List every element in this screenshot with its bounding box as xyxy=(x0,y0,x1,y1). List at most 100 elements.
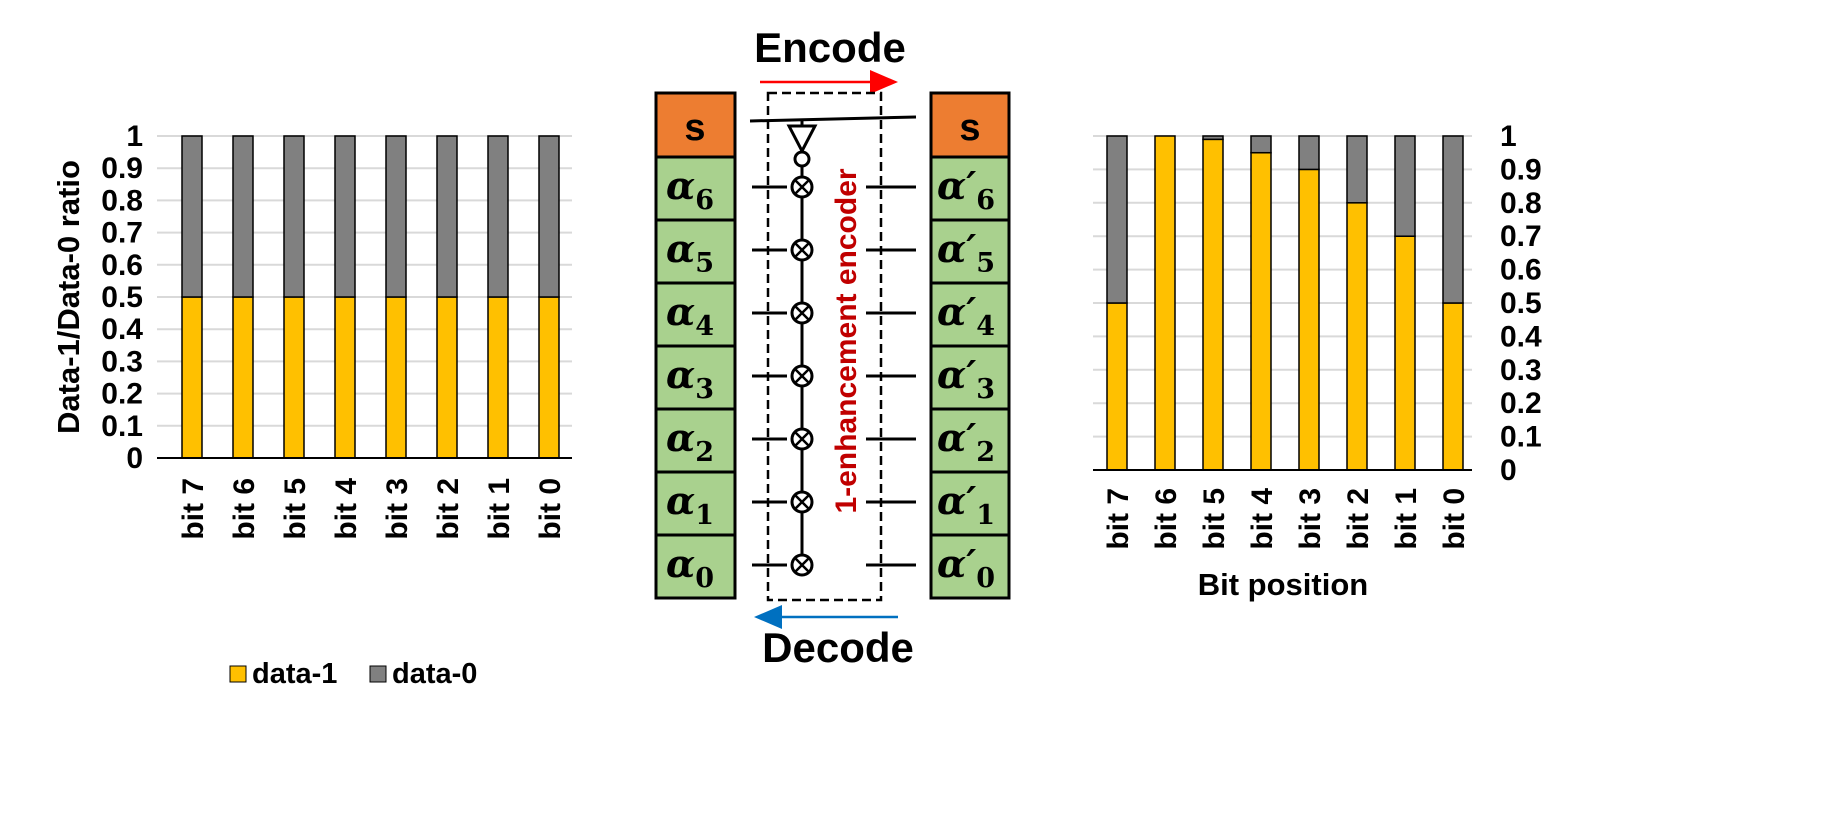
right-bar-bit1-data-0 xyxy=(1394,135,1416,237)
left-y-tick-label: 0.8 xyxy=(101,184,143,217)
left-cell-alpha-4 xyxy=(654,281,737,348)
left-x-tick-label: bit 6 xyxy=(228,478,261,540)
right-x-tick-label: bit 2 xyxy=(1342,488,1375,550)
left-y-tick-label: 0.3 xyxy=(101,345,143,378)
right-cell-label-alpha-prime-3: α′3 xyxy=(937,352,995,405)
left-y-tick-label: 0.2 xyxy=(101,378,143,411)
left-cell-label-alpha-3: α3 xyxy=(666,352,714,405)
right-x-tick-label: bit 3 xyxy=(1294,488,1327,550)
left-cell-label-alpha-6: α6 xyxy=(666,163,714,216)
right-x-tick-label: bit 7 xyxy=(1102,488,1135,550)
right-cell-alpha-prime-0 xyxy=(929,533,1011,600)
left-bar-bit1-data-0 xyxy=(487,135,509,298)
left-sign-label: s xyxy=(684,107,705,149)
left-cell-alpha-6 xyxy=(654,155,737,222)
right-bar-bit6-data-1 xyxy=(1154,135,1176,471)
left-bar-bit3-data-0 xyxy=(385,135,407,298)
sign-wire xyxy=(749,115,917,123)
right-bar-bit5-data-0 xyxy=(1202,135,1224,141)
right-y-tick-label: 0.2 xyxy=(1500,387,1542,420)
left-bar-bit6-data-1 xyxy=(232,296,254,459)
left-y-tick-label: 0 xyxy=(126,442,143,475)
left-x-tick-label: bit 5 xyxy=(279,478,312,540)
right-bar-bit4-data-0 xyxy=(1250,135,1272,154)
right-y-tick-label: 1 xyxy=(1500,120,1517,153)
left-x-tick-label: bit 4 xyxy=(330,478,363,540)
right-x-tick-label: bit 4 xyxy=(1246,488,1279,550)
right-cell-alpha-prime-6 xyxy=(929,155,1011,222)
left-bars xyxy=(181,135,560,459)
inverter-bubble xyxy=(793,150,811,168)
right-register: α′6α′5α′4α′3α′2α′1α′0 xyxy=(929,155,1011,600)
encode-arrow-head xyxy=(870,70,898,94)
left-x-tick-label: bit 2 xyxy=(432,478,465,540)
left-bar-bit4-data-0 xyxy=(334,135,356,298)
xor-cross-icon xyxy=(794,242,810,258)
left-x-tick-label: bit 7 xyxy=(177,478,210,540)
left-gridlines xyxy=(157,135,572,427)
left-bar-bit3-data-1 xyxy=(385,296,407,459)
right-cell-label-alpha-prime-6: α′6 xyxy=(937,163,995,216)
left-bar-bit1-data-1 xyxy=(487,296,509,459)
left-bar-bit0-data-0 xyxy=(538,135,560,298)
right-y-tick-label: 0.4 xyxy=(1500,320,1542,353)
right-y-tick-label: 0.5 xyxy=(1500,287,1542,320)
right-y-tick-label: 0.9 xyxy=(1500,153,1542,186)
left-cell-label-alpha-2: α2 xyxy=(666,415,714,468)
left-bar-bit2-data-1 xyxy=(436,296,458,459)
right-x-tick-label: bit 6 xyxy=(1150,488,1183,550)
right-cell-label-alpha-prime-0: α′0 xyxy=(937,541,995,594)
right-y-tick-label: 0.7 xyxy=(1500,220,1542,253)
left-cell-label-alpha-0: α0 xyxy=(666,541,714,594)
left-x-tick-label: bit 0 xyxy=(534,478,567,540)
left-y-tick-label: 0.4 xyxy=(101,313,143,346)
right-bar-bit5-data-1 xyxy=(1202,138,1224,471)
left-cell-label-alpha-4: α4 xyxy=(666,289,714,342)
right-y-tick-label: 0.3 xyxy=(1500,354,1542,387)
right-cell-alpha-prime-1 xyxy=(929,470,1011,537)
left-y-tick-label: 0.7 xyxy=(101,217,143,250)
left-y-axis-label: Data-1/Data-0 ratio xyxy=(51,160,86,434)
right-cell-label-alpha-prime-4: α′4 xyxy=(937,289,995,342)
inverter-icon xyxy=(786,124,818,155)
right-y-tick-label: 0.8 xyxy=(1500,187,1542,220)
xor-cross-icon xyxy=(794,431,810,447)
right-x-tick-label: bit 1 xyxy=(1390,488,1423,550)
left-cell-alpha-5 xyxy=(654,218,737,285)
encoder-label: 1-enhancement encoder xyxy=(830,168,863,513)
right-cell-alpha-prime-3 xyxy=(929,344,1011,411)
right-cell-alpha-prime-4 xyxy=(929,281,1011,348)
decode-arrow-head xyxy=(754,605,782,629)
left-bar-bit4-data-1 xyxy=(334,296,356,459)
right-bar-bit3-data-1 xyxy=(1298,168,1320,471)
legend: data-1 data-0 xyxy=(229,658,477,690)
xor-cross-icon xyxy=(794,494,810,510)
right-cell-alpha-prime-2 xyxy=(929,407,1011,474)
right-y-tick-label: 0.6 xyxy=(1500,254,1542,287)
right-bar-bit2-data-0 xyxy=(1346,135,1368,204)
right-cell-label-alpha-prime-5: α′5 xyxy=(937,226,995,279)
left-bar-bit7-data-0 xyxy=(181,135,203,298)
left-bar-bit5-data-0 xyxy=(283,135,305,298)
right-bar-bit0-data-1 xyxy=(1442,302,1464,471)
right-bars xyxy=(1106,135,1464,471)
right-sign-label: s xyxy=(959,107,980,149)
right-bar-bit7-data-1 xyxy=(1106,302,1128,471)
left-y-tick-label: 0.6 xyxy=(101,249,143,282)
left-bar-bit5-data-1 xyxy=(283,296,305,459)
xor-cross-icon xyxy=(794,305,810,321)
left-y-tick-label: 0.9 xyxy=(101,152,143,185)
right-bar-bit2-data-1 xyxy=(1346,202,1368,471)
xor-cross-icon xyxy=(794,179,810,195)
right-y-tick-label: 0 xyxy=(1500,454,1517,487)
left-bar-bit2-data-0 xyxy=(436,135,458,298)
legend-label-data-1: data-1 xyxy=(252,658,337,690)
encoder-box xyxy=(766,91,883,602)
